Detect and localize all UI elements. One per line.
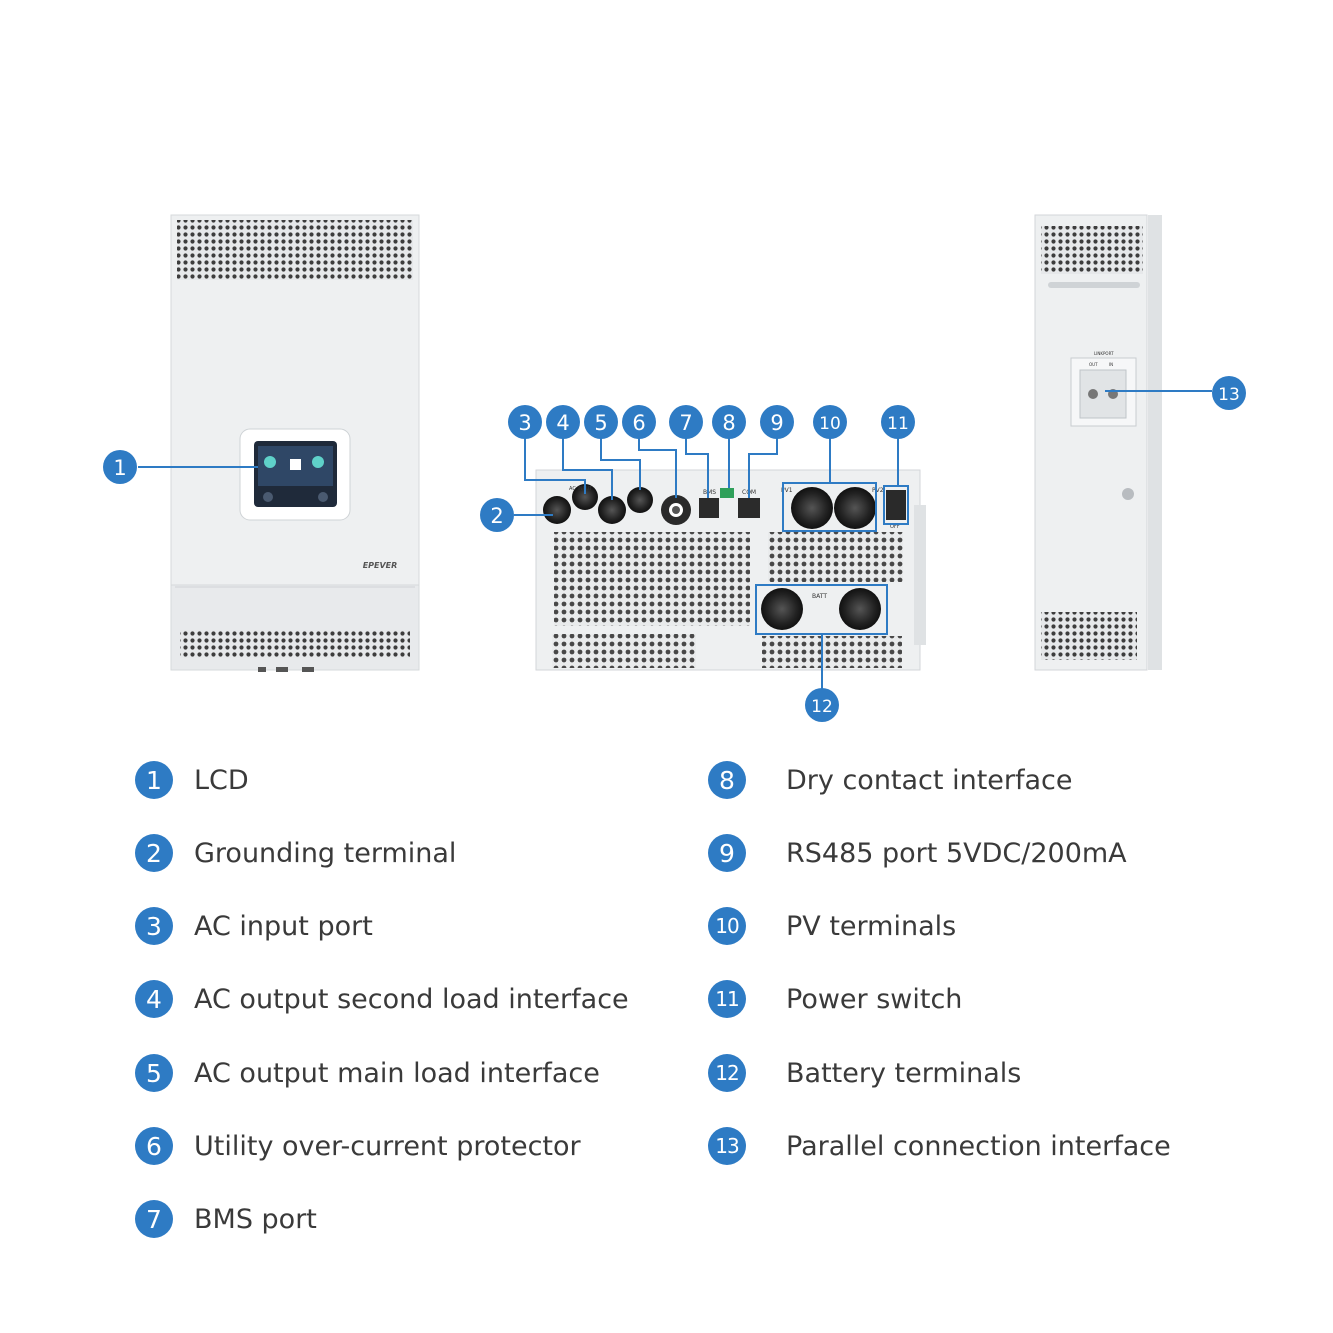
legend-item-bms-port: 7 BMS port <box>135 1199 317 1239</box>
label-bms: BMS <box>703 489 716 496</box>
label-off: OFF <box>890 524 900 530</box>
callout-badge-12: 12 <box>805 688 839 722</box>
legend-label: Battery terminals <box>786 1057 1022 1089</box>
legend-item-ac-input-port: 3 AC input port <box>135 906 373 946</box>
ac-output-main-gland <box>627 487 653 513</box>
legend-badge: 7 <box>135 1200 173 1238</box>
lcd-module <box>239 428 351 521</box>
legend-badge: 2 <box>135 834 173 872</box>
svg-text:11: 11 <box>887 414 909 434</box>
legend-item-ac-output-main: 5 AC output main load interface <box>135 1053 600 1093</box>
callout-badge-4: 4 <box>546 405 580 439</box>
callout-badge-10: 10 <box>813 405 847 439</box>
label-ac-input: AC INPUT <box>569 486 593 492</box>
legend-label: RS485 port 5VDC/200mA <box>786 837 1127 869</box>
legend-item-overcurrent-protector: 6 Utility over-current protector <box>135 1126 581 1166</box>
ac-input-gland <box>572 484 598 510</box>
svg-text:12: 12 <box>811 697 833 717</box>
side-view: LINKPORT OUT IN <box>1034 214 1162 671</box>
legend-item-dry-contact: 8 Dry contact interface <box>708 760 1073 800</box>
power-switch <box>886 490 906 520</box>
pv-terminal-1 <box>791 487 833 529</box>
callout-badge-6: 6 <box>622 405 656 439</box>
label-batt: BATT <box>812 593 827 600</box>
battery-terminal-pos <box>839 588 881 630</box>
label-in: IN <box>1109 362 1113 367</box>
legend-badge: 11 <box>708 980 746 1018</box>
ground-terminal <box>543 496 571 524</box>
label-out: OUT <box>1089 362 1098 367</box>
callout-badge-7: 7 <box>669 405 703 439</box>
callout-badge-2: 2 <box>480 498 514 532</box>
label-pv1: PV1 <box>781 487 793 494</box>
callout-badge-11: 11 <box>881 405 915 439</box>
legend-label: AC input port <box>194 910 373 942</box>
svg-text:7: 7 <box>679 411 692 435</box>
svg-text:3: 3 <box>518 411 531 435</box>
com-port <box>738 498 760 518</box>
legend-label: PV terminals <box>786 910 957 942</box>
front-view: EPEVER <box>170 214 420 672</box>
callout-badge-8: 8 <box>712 405 746 439</box>
legend-label: AC output main load interface <box>194 1057 600 1089</box>
bms-port <box>699 498 719 518</box>
callout-lines <box>138 390 1212 690</box>
callout-badge-1: 1 <box>103 450 137 484</box>
legend-label: Utility over-current protector <box>194 1130 581 1162</box>
legend-item-pv-terminals: 10 PV terminals <box>708 906 956 946</box>
legend-badge: 13 <box>708 1127 746 1165</box>
legend-item-ac-output-second: 4 AC output second load interface <box>135 979 629 1019</box>
callout-badge-13: 13 <box>1212 376 1246 410</box>
svg-text:9: 9 <box>770 411 783 435</box>
legend-badge: 10 <box>708 907 746 945</box>
legend-label: Grounding terminal <box>194 837 457 869</box>
callout-badge-3: 3 <box>508 405 542 439</box>
callout-badge-5: 5 <box>584 405 618 439</box>
svg-text:6: 6 <box>632 411 645 435</box>
legend-item-power-switch: 11 Power switch <box>708 979 962 1019</box>
brand-logo: EPEVER <box>363 561 398 570</box>
label-linkport: LINKPORT <box>1094 351 1114 356</box>
callout-badge-9: 9 <box>760 405 794 439</box>
product-diagram: EPEVER AC INPUT BMS COM PV1 PV2 BATT OFF <box>103 214 1246 722</box>
legend-badge: 4 <box>135 980 173 1018</box>
svg-text:10: 10 <box>819 414 841 434</box>
label-pv2: PV2 <box>872 487 884 494</box>
svg-text:4: 4 <box>556 411 569 435</box>
legend-item-battery-terminals: 12 Battery terminals <box>708 1053 1021 1093</box>
pv-terminal-2 <box>834 487 876 529</box>
legend-item-rs485-port: 9 RS485 port 5VDC/200mA <box>708 833 1127 873</box>
legend-item-lcd: 1 LCD <box>135 760 249 800</box>
legend-label: Parallel connection interface <box>786 1130 1171 1162</box>
legend-badge: 3 <box>135 907 173 945</box>
legend-label: BMS port <box>194 1203 317 1235</box>
ac-output-second-gland <box>598 496 626 524</box>
legend-badge: 6 <box>135 1127 173 1165</box>
svg-text:8: 8 <box>722 411 735 435</box>
legend-badge: 9 <box>708 834 746 872</box>
svg-text:13: 13 <box>1218 385 1240 405</box>
legend-label: AC output second load interface <box>194 983 629 1015</box>
svg-text:1: 1 <box>113 456 126 480</box>
legend-label: Dry contact interface <box>786 764 1073 796</box>
legend-badge: 5 <box>135 1054 173 1092</box>
svg-text:5: 5 <box>594 411 607 435</box>
bottom-panel-view: AC INPUT BMS COM PV1 PV2 BATT OFF <box>535 469 926 671</box>
legend-badge: 8 <box>708 761 746 799</box>
legend-badge: 1 <box>135 761 173 799</box>
battery-terminal-neg <box>761 588 803 630</box>
legend-item-parallel-connection: 13 Parallel connection interface <box>708 1126 1171 1166</box>
legend-label: LCD <box>194 764 249 796</box>
legend-badge: 12 <box>708 1054 746 1092</box>
legend-item-grounding-terminal: 2 Grounding terminal <box>135 833 456 873</box>
legend-label: Power switch <box>786 983 963 1015</box>
svg-text:2: 2 <box>490 504 503 528</box>
